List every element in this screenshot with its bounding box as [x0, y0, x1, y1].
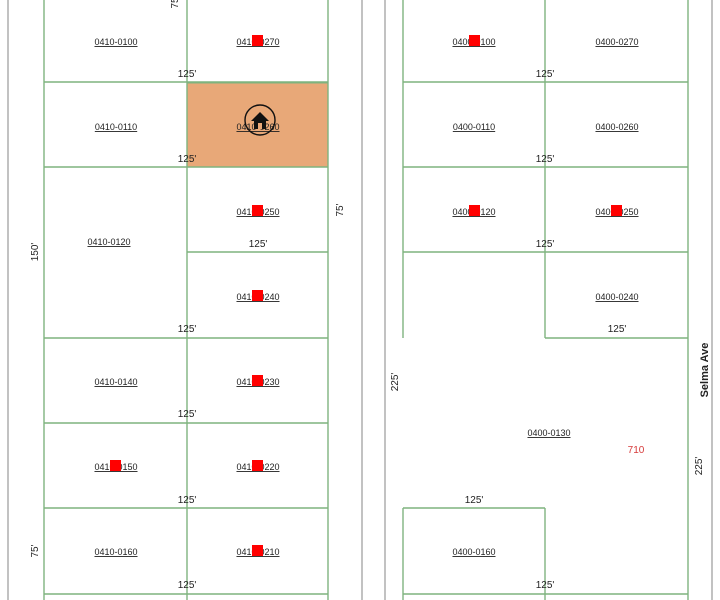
home-icon[interactable]: [244, 104, 276, 136]
location-marker[interactable]: [611, 205, 622, 216]
parcel-label[interactable]: 0410-0100: [94, 37, 137, 47]
dim-label: 75': [30, 544, 41, 557]
dim-label: 125': [465, 495, 484, 506]
street-name-label: Selma Ave: [699, 343, 711, 398]
location-marker[interactable]: [252, 375, 263, 386]
dim-label: 125': [178, 324, 197, 335]
parcel-label[interactable]: 0400-0260: [595, 122, 638, 132]
dim-label: 125': [536, 154, 555, 165]
location-marker[interactable]: [252, 290, 263, 301]
location-marker[interactable]: [252, 545, 263, 556]
parcel-label[interactable]: 0400-0160: [452, 547, 495, 557]
location-marker[interactable]: [252, 35, 263, 46]
dim-label: 150': [30, 243, 41, 262]
dim-label: 225': [390, 373, 401, 392]
parcel-label[interactable]: 0400-0110: [453, 122, 495, 132]
parcel-label[interactable]: 0400-0240: [595, 292, 638, 302]
parcel-label[interactable]: 0410-0160: [94, 547, 137, 557]
east-block-lines: [402, 0, 689, 600]
location-marker[interactable]: [469, 205, 480, 216]
dimension-labels-125: 125' 125' 125' 125' 125' 125' 125' 125' …: [178, 69, 627, 591]
dim-label: 75': [335, 203, 346, 216]
west-block-lines: [43, 0, 329, 600]
marker-group: [110, 35, 622, 556]
location-marker[interactable]: [110, 460, 121, 471]
dim-label: 75': [170, 0, 181, 9]
parcel-label[interactable]: 0410-0110: [95, 122, 137, 132]
parcel-label[interactable]: 0410-0140: [94, 377, 137, 387]
parcel-label[interactable]: 0410-0120: [87, 237, 130, 247]
dim-label: 125': [536, 69, 555, 80]
location-marker[interactable]: [252, 205, 263, 216]
dim-label: 125': [178, 154, 197, 165]
location-marker[interactable]: [252, 460, 263, 471]
dim-label: 125': [536, 580, 555, 591]
dim-label: 125': [178, 69, 197, 80]
parcel-label[interactable]: 0400-0270: [595, 37, 638, 47]
dim-label: 125': [178, 409, 197, 420]
dim-label: 125': [249, 239, 268, 250]
dim-label: 125': [178, 495, 197, 506]
dim-label: 125': [608, 324, 627, 335]
dim-label: 225': [694, 457, 705, 476]
location-marker[interactable]: [469, 35, 480, 46]
parcel-label[interactable]: 0400-0130: [527, 428, 570, 438]
dim-label: 125': [178, 580, 197, 591]
address-number-label: 710: [628, 445, 645, 456]
dim-label: 125': [536, 239, 555, 250]
